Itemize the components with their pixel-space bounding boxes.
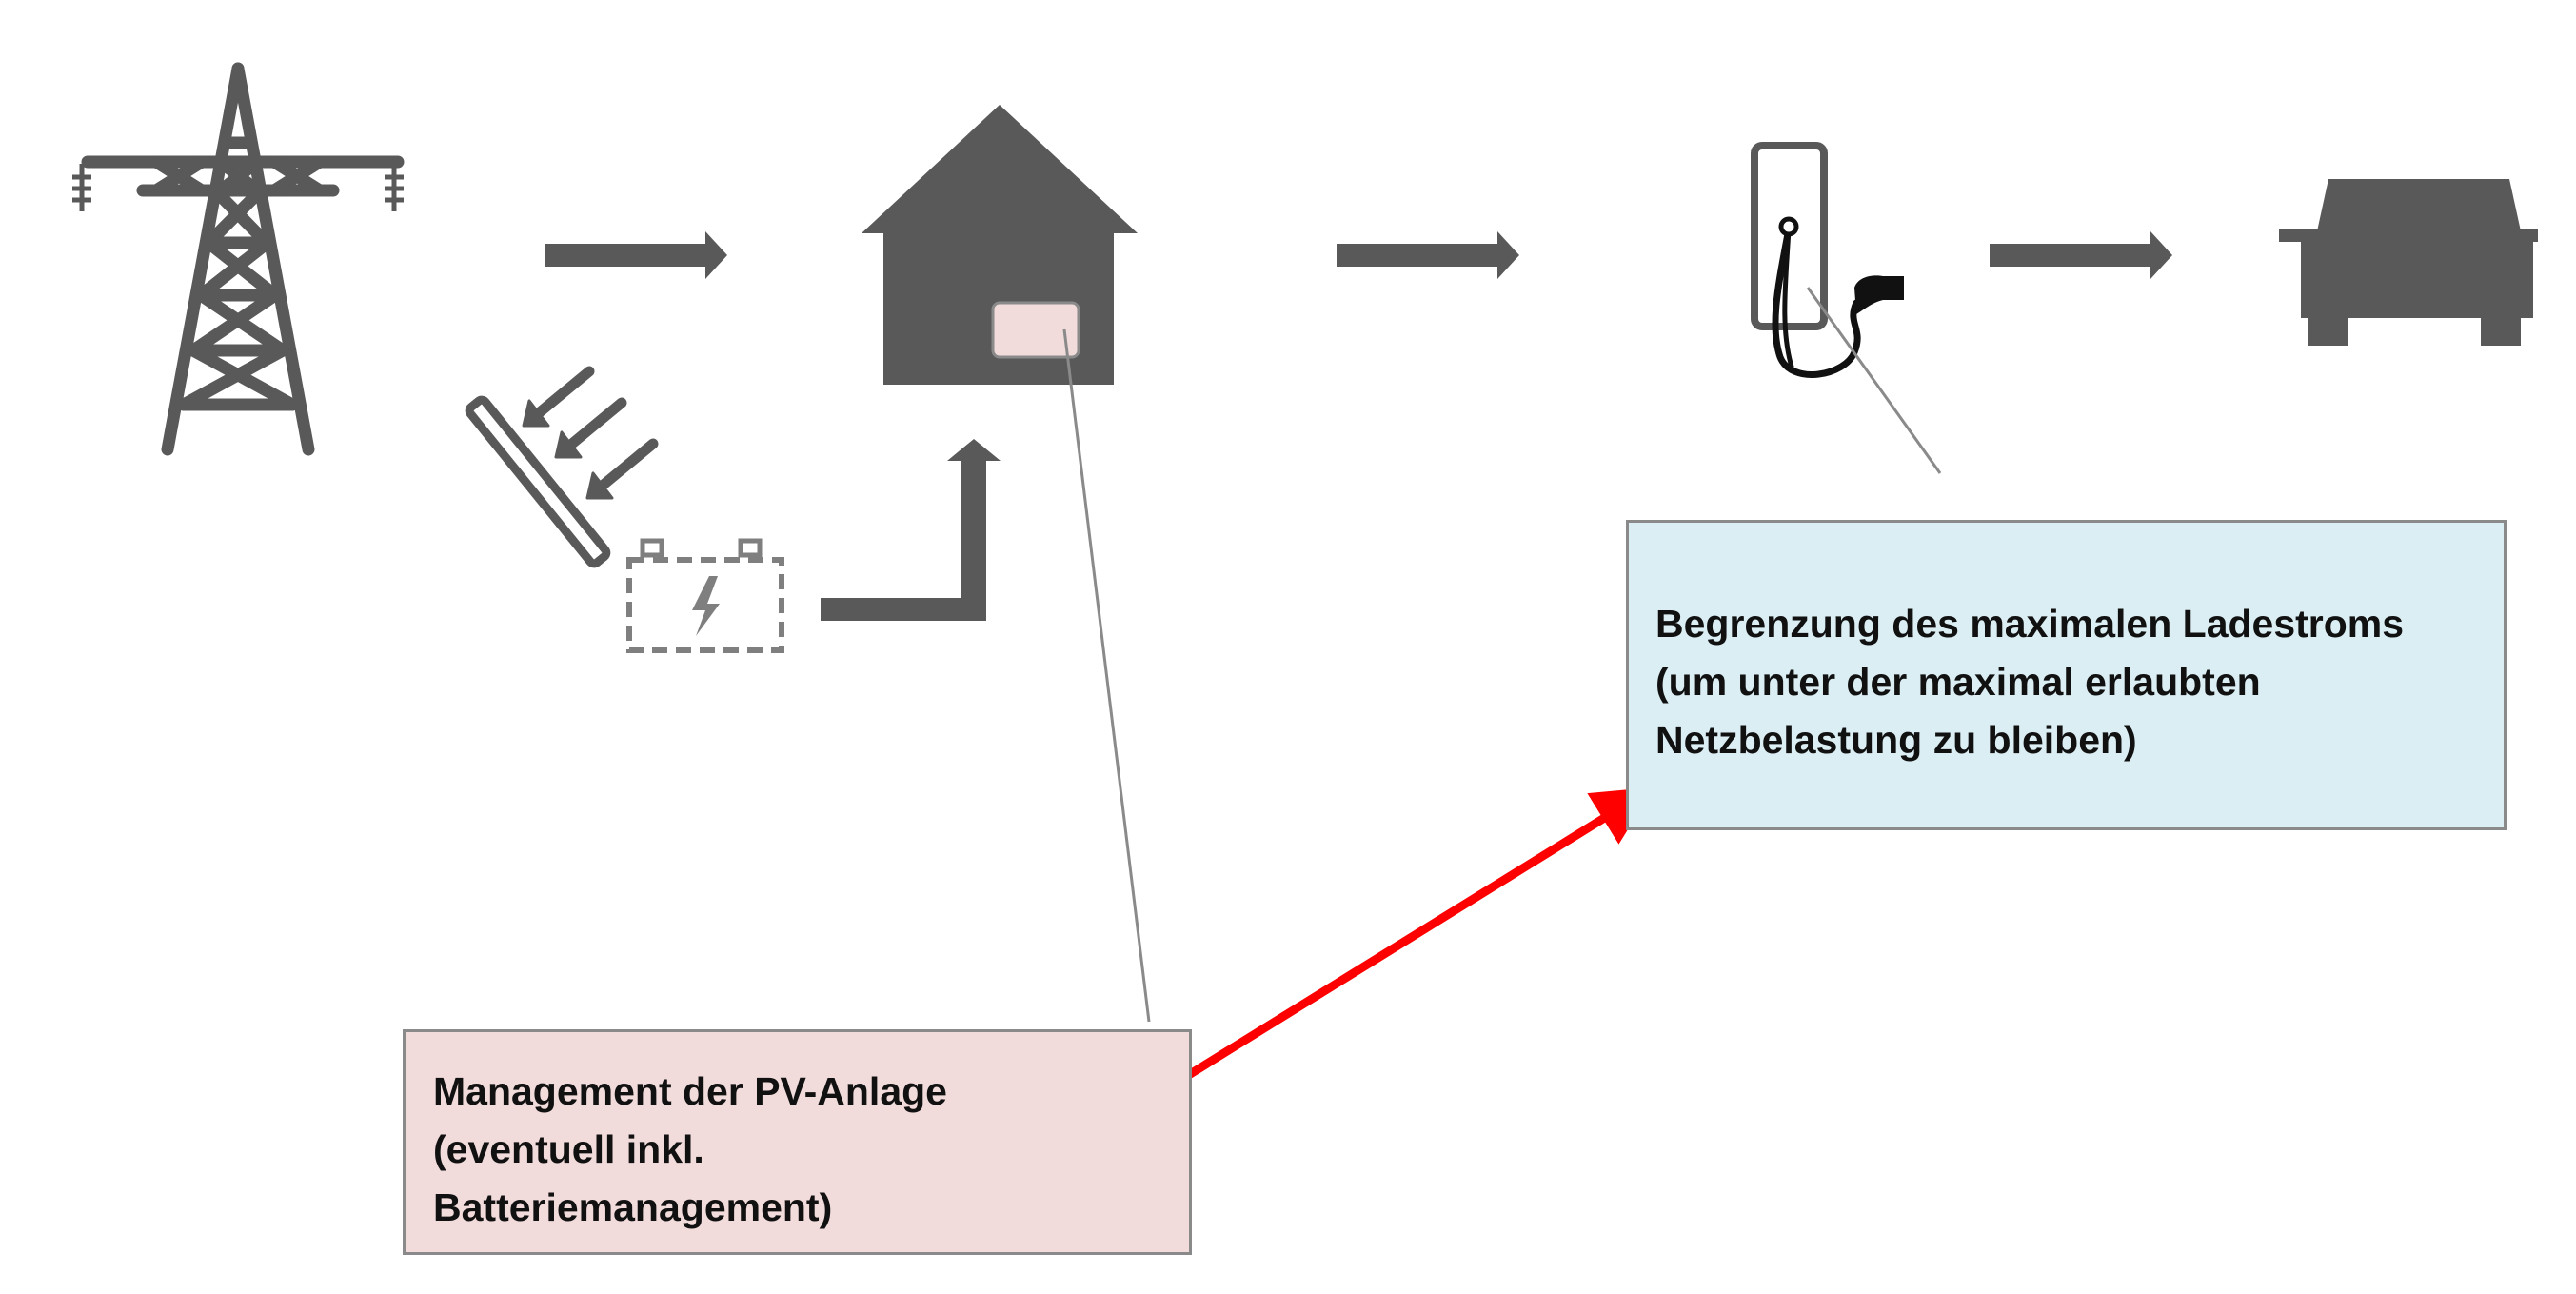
pv-management-line: Management der PV-Anlage (433, 1069, 947, 1113)
charging-cable-icon (1772, 225, 1861, 378)
flow-arrow-charger-to-car (1990, 231, 2172, 279)
pv-management-line: Batteriemanagement) (433, 1185, 833, 1229)
car-icon (2279, 179, 2538, 346)
charger-socket-icon (1778, 216, 1799, 237)
insulator-icon (72, 164, 404, 211)
battery-icon (626, 557, 784, 653)
lightning-icon (692, 576, 720, 636)
sunlight-arrows-icon (522, 366, 659, 500)
flow-arrow-battery-to-house (821, 439, 1001, 621)
charge-limit-line: Netzbelastung zu bleiben) (1655, 718, 2137, 762)
pointer-line-controller (1062, 328, 1151, 1023)
flow-arrow-house-to-charger (1337, 231, 1519, 279)
charge-limit-callout: Begrenzung des maximalen Ladestroms (um … (1626, 520, 2507, 830)
wallbox-charger-icon (1751, 142, 1828, 330)
charging-plug-icon (1854, 275, 1904, 314)
flow-arrow-grid-to-house (545, 231, 727, 279)
charge-limit-text: Begrenzung des maximalen Ladestroms (um … (1655, 595, 2404, 769)
charge-limit-line: (um unter der maximal erlaubten (1655, 660, 2261, 704)
battery-terminal-icon (640, 538, 763, 558)
communication-double-arrow (1114, 786, 1655, 1122)
pv-management-text: Management der PV-Anlage (eventuell inkl… (433, 1063, 947, 1237)
pv-management-callout: Management der PV-Anlage (eventuell inkl… (403, 1029, 1192, 1255)
energy-controller-icon (991, 301, 1080, 359)
solar-panel-icon (465, 395, 611, 568)
power-pylon-icon (81, 62, 405, 456)
pointer-line-wallbox (1806, 287, 1942, 474)
pv-management-line: (eventuell inkl. (433, 1127, 704, 1171)
charge-limit-line: Begrenzung des maximalen Ladestroms (1655, 602, 2405, 646)
